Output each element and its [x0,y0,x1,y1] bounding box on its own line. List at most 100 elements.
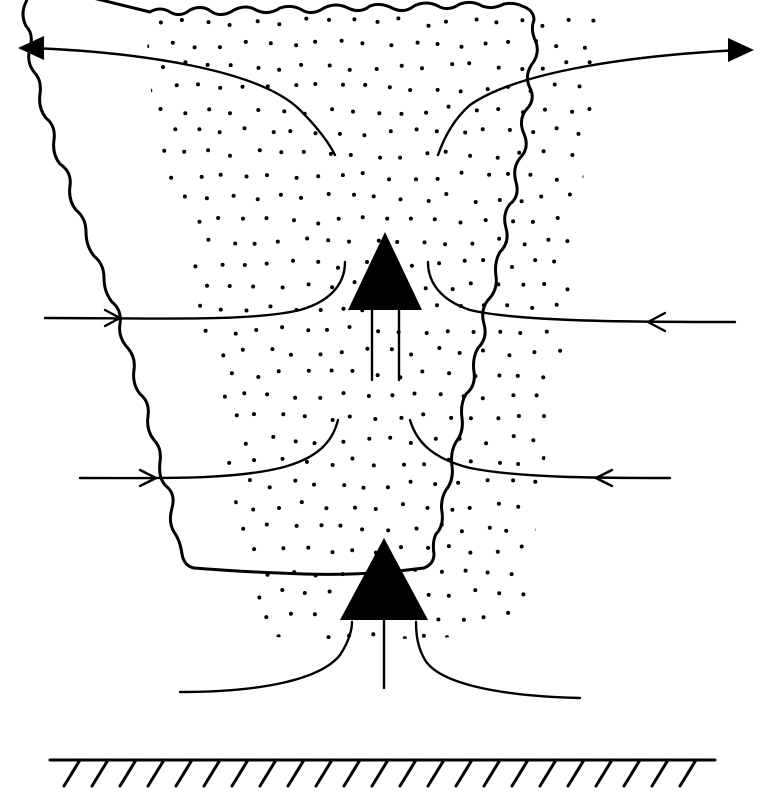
stipple-dot [607,45,611,49]
stipple-dot [447,105,451,109]
stipple-dot [362,486,366,490]
stipple-dot [175,485,179,489]
stipple-dot [328,590,332,594]
hatch-mark [456,760,472,786]
stipple-dot [591,463,595,467]
stipple-dot [219,173,223,177]
stipple-dot [196,440,200,444]
stipple-dot [159,243,163,247]
stipple-dot [434,437,438,441]
stipple-dot [469,459,473,463]
stipple-dot [386,485,390,489]
stipple-dot [305,237,309,241]
stipple-dot [373,417,377,421]
stipple-dot [486,87,490,91]
stipple-dot [234,500,238,504]
stipple-dot [546,238,550,242]
stipple-dot [350,369,354,373]
stipple-dot [420,370,424,374]
stipple-dot [340,39,344,43]
hatch-mark [484,760,500,786]
stipple-dot [280,588,284,592]
stipple-dot [535,528,539,532]
stipple-dot [582,303,586,307]
stipple-dot [389,43,393,47]
stipple-dot [277,369,281,373]
stipple-dot [376,373,380,377]
stipple-dot [510,572,514,576]
stipple-dot [218,442,222,446]
stipple-dot [341,440,345,444]
stipple-dot [168,393,172,397]
stipple-dot [578,266,582,270]
stipple-dot [367,394,371,398]
stipple-dot [535,393,539,397]
hatch-mark [568,760,584,786]
stipple-dot [151,261,155,265]
stipple-dot [473,588,477,592]
stipple-dot [218,482,222,486]
stipple-dot [496,550,500,554]
stipple-dot [229,63,233,67]
stipple-dot [388,436,392,440]
stipple-dot [363,83,367,87]
stipple-dot [347,240,351,244]
stipple-dot [228,589,232,593]
stipple-dot [520,545,524,549]
stipple-dot [410,264,414,268]
stipple-dot [604,170,608,174]
stipple-dot [159,21,163,25]
stipple-dot [497,237,501,241]
stipple-dot [291,259,295,263]
stipple-dot [303,414,307,418]
stipple-dot [565,463,569,467]
stipple-dot [197,127,201,131]
hatch-mark [344,760,360,786]
stipple-dot [593,154,597,158]
stipple-dot [330,285,334,289]
stipple-dot [600,87,604,91]
stipple-dot [462,618,466,622]
stipple-dot [327,635,331,639]
upper-updraft-arrow [348,232,422,380]
stipple-dot [510,265,514,269]
stipple-dot [445,635,449,639]
stipple-dot [281,546,285,550]
stipple-dot [221,263,225,267]
stipple-dot [436,177,440,181]
stipple-dot [365,347,369,351]
stipple-dot [256,108,260,112]
stipple-dot [554,435,558,439]
stipple-dot [241,217,245,221]
stipple-dot [590,501,594,505]
stipple-dot [543,504,547,508]
hatch-mark [624,760,640,786]
stipple-dot [180,18,184,22]
stipple-dot [469,637,473,641]
stipple-dot [319,352,323,356]
stipple-dot [152,354,156,358]
stipple-dot [316,260,320,264]
stipple-dot [516,374,520,378]
stipple-dot [497,66,501,70]
stipple-dot [184,368,188,372]
stipple-dot [451,287,455,291]
stipple-dot [245,175,249,179]
stipple-dot [218,130,222,134]
stipple-dot [257,596,261,600]
stipple-dot [218,86,222,90]
stipple-dot [205,196,209,200]
stipple-dot [185,420,189,424]
stipple-dot [268,485,272,489]
stipple-dot [578,84,582,88]
stipple-dot [277,634,281,638]
stipple-dot [204,329,208,333]
stipple-dot [289,612,293,616]
stipple-dot [328,64,332,68]
stipple-dot [553,524,557,528]
stipple-dot [604,436,608,440]
stipple-dot [447,544,451,548]
stipple-dot [545,633,549,637]
stipple-dot [424,111,428,115]
right-outflow-arrowhead [728,38,754,62]
